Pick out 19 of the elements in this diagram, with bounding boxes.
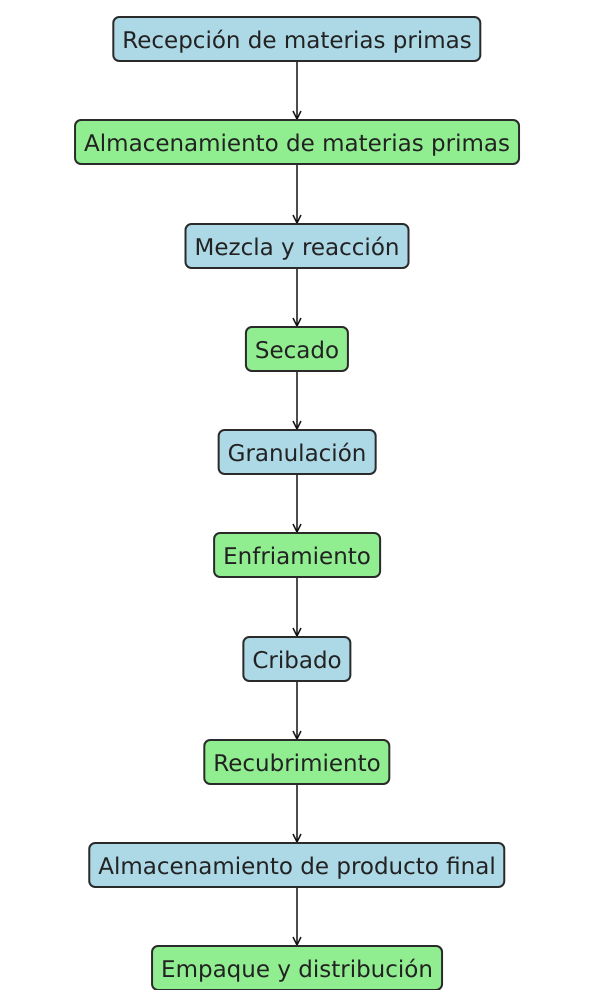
arrow bbox=[292, 682, 302, 740]
arrow bbox=[292, 372, 302, 430]
arrow bbox=[292, 475, 302, 533]
process-box: Recubrimiento bbox=[203, 739, 391, 785]
process-box: Empaque y distribución bbox=[151, 945, 443, 990]
process-box: Mezcla y reacción bbox=[184, 223, 410, 269]
arrow bbox=[292, 578, 302, 637]
arrow bbox=[292, 888, 302, 946]
process-box: Almacenamiento de materias primas bbox=[74, 119, 520, 165]
arrow bbox=[292, 269, 302, 327]
arrow bbox=[292, 62, 302, 120]
process-box: Granulación bbox=[218, 429, 376, 475]
arrow bbox=[292, 165, 302, 224]
process-box: Almacenamiento de producto final bbox=[88, 842, 506, 888]
process-box: Recepción de materias primas bbox=[112, 16, 482, 62]
process-box: Secado bbox=[244, 326, 350, 372]
arrow bbox=[292, 785, 302, 843]
process-box: Cribado bbox=[242, 636, 352, 682]
process-box: Enfriamiento bbox=[213, 532, 381, 578]
